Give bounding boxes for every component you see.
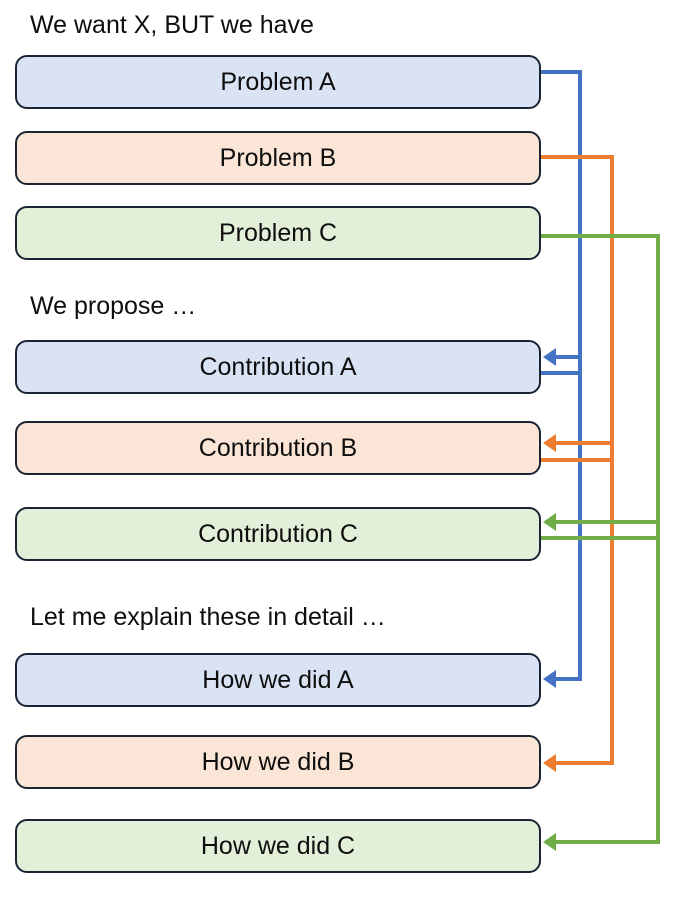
box-problem-b: Problem B — [15, 131, 541, 185]
arrowhead-icon — [543, 434, 556, 452]
arrowhead-icon — [543, 754, 556, 772]
box-label: Problem A — [220, 67, 336, 96]
box-label: Problem B — [219, 143, 337, 172]
line-segment — [556, 355, 582, 359]
line-segment — [610, 458, 614, 765]
box-label: Contribution B — [198, 433, 358, 462]
box-contribution-c: Contribution C — [15, 507, 541, 561]
arrowhead-icon — [543, 348, 556, 366]
box-problem-a: Problem A — [15, 55, 541, 109]
box-problem-c: Problem C — [15, 206, 541, 260]
arrowhead-icon — [543, 513, 556, 531]
line-segment — [539, 458, 614, 462]
heading-problems: We want X, BUT we have — [30, 11, 314, 39]
line-segment — [539, 536, 660, 540]
line-segment — [539, 234, 660, 238]
arrowhead-icon — [543, 833, 556, 851]
line-segment — [539, 70, 582, 74]
box-how-we-did-a: How we did A — [15, 653, 541, 707]
arrowhead-icon — [543, 670, 556, 688]
box-label: Contribution A — [199, 352, 357, 381]
box-how-we-did-c: How we did C — [15, 819, 541, 873]
line-segment — [610, 155, 614, 462]
box-label: Problem C — [218, 218, 338, 247]
line-segment — [539, 155, 614, 159]
line-segment — [578, 371, 582, 681]
line-segment — [556, 761, 614, 765]
line-segment — [578, 70, 582, 375]
box-label: How we did A — [202, 665, 354, 694]
line-segment — [556, 520, 660, 524]
box-how-we-did-b: How we did B — [15, 735, 541, 789]
line-segment — [556, 441, 614, 445]
box-label: Contribution C — [198, 519, 358, 548]
box-contribution-a: Contribution A — [15, 340, 541, 394]
line-segment — [556, 840, 660, 844]
line-segment — [656, 536, 660, 844]
heading-explain: Let me explain these in detail … — [30, 603, 386, 631]
heading-propose: We propose … — [30, 292, 197, 320]
box-label: How we did B — [201, 747, 355, 776]
line-segment — [656, 234, 660, 540]
line-segment — [556, 677, 582, 681]
box-contribution-b: Contribution B — [15, 421, 541, 475]
box-label: How we did C — [200, 831, 356, 860]
line-segment — [539, 371, 582, 375]
